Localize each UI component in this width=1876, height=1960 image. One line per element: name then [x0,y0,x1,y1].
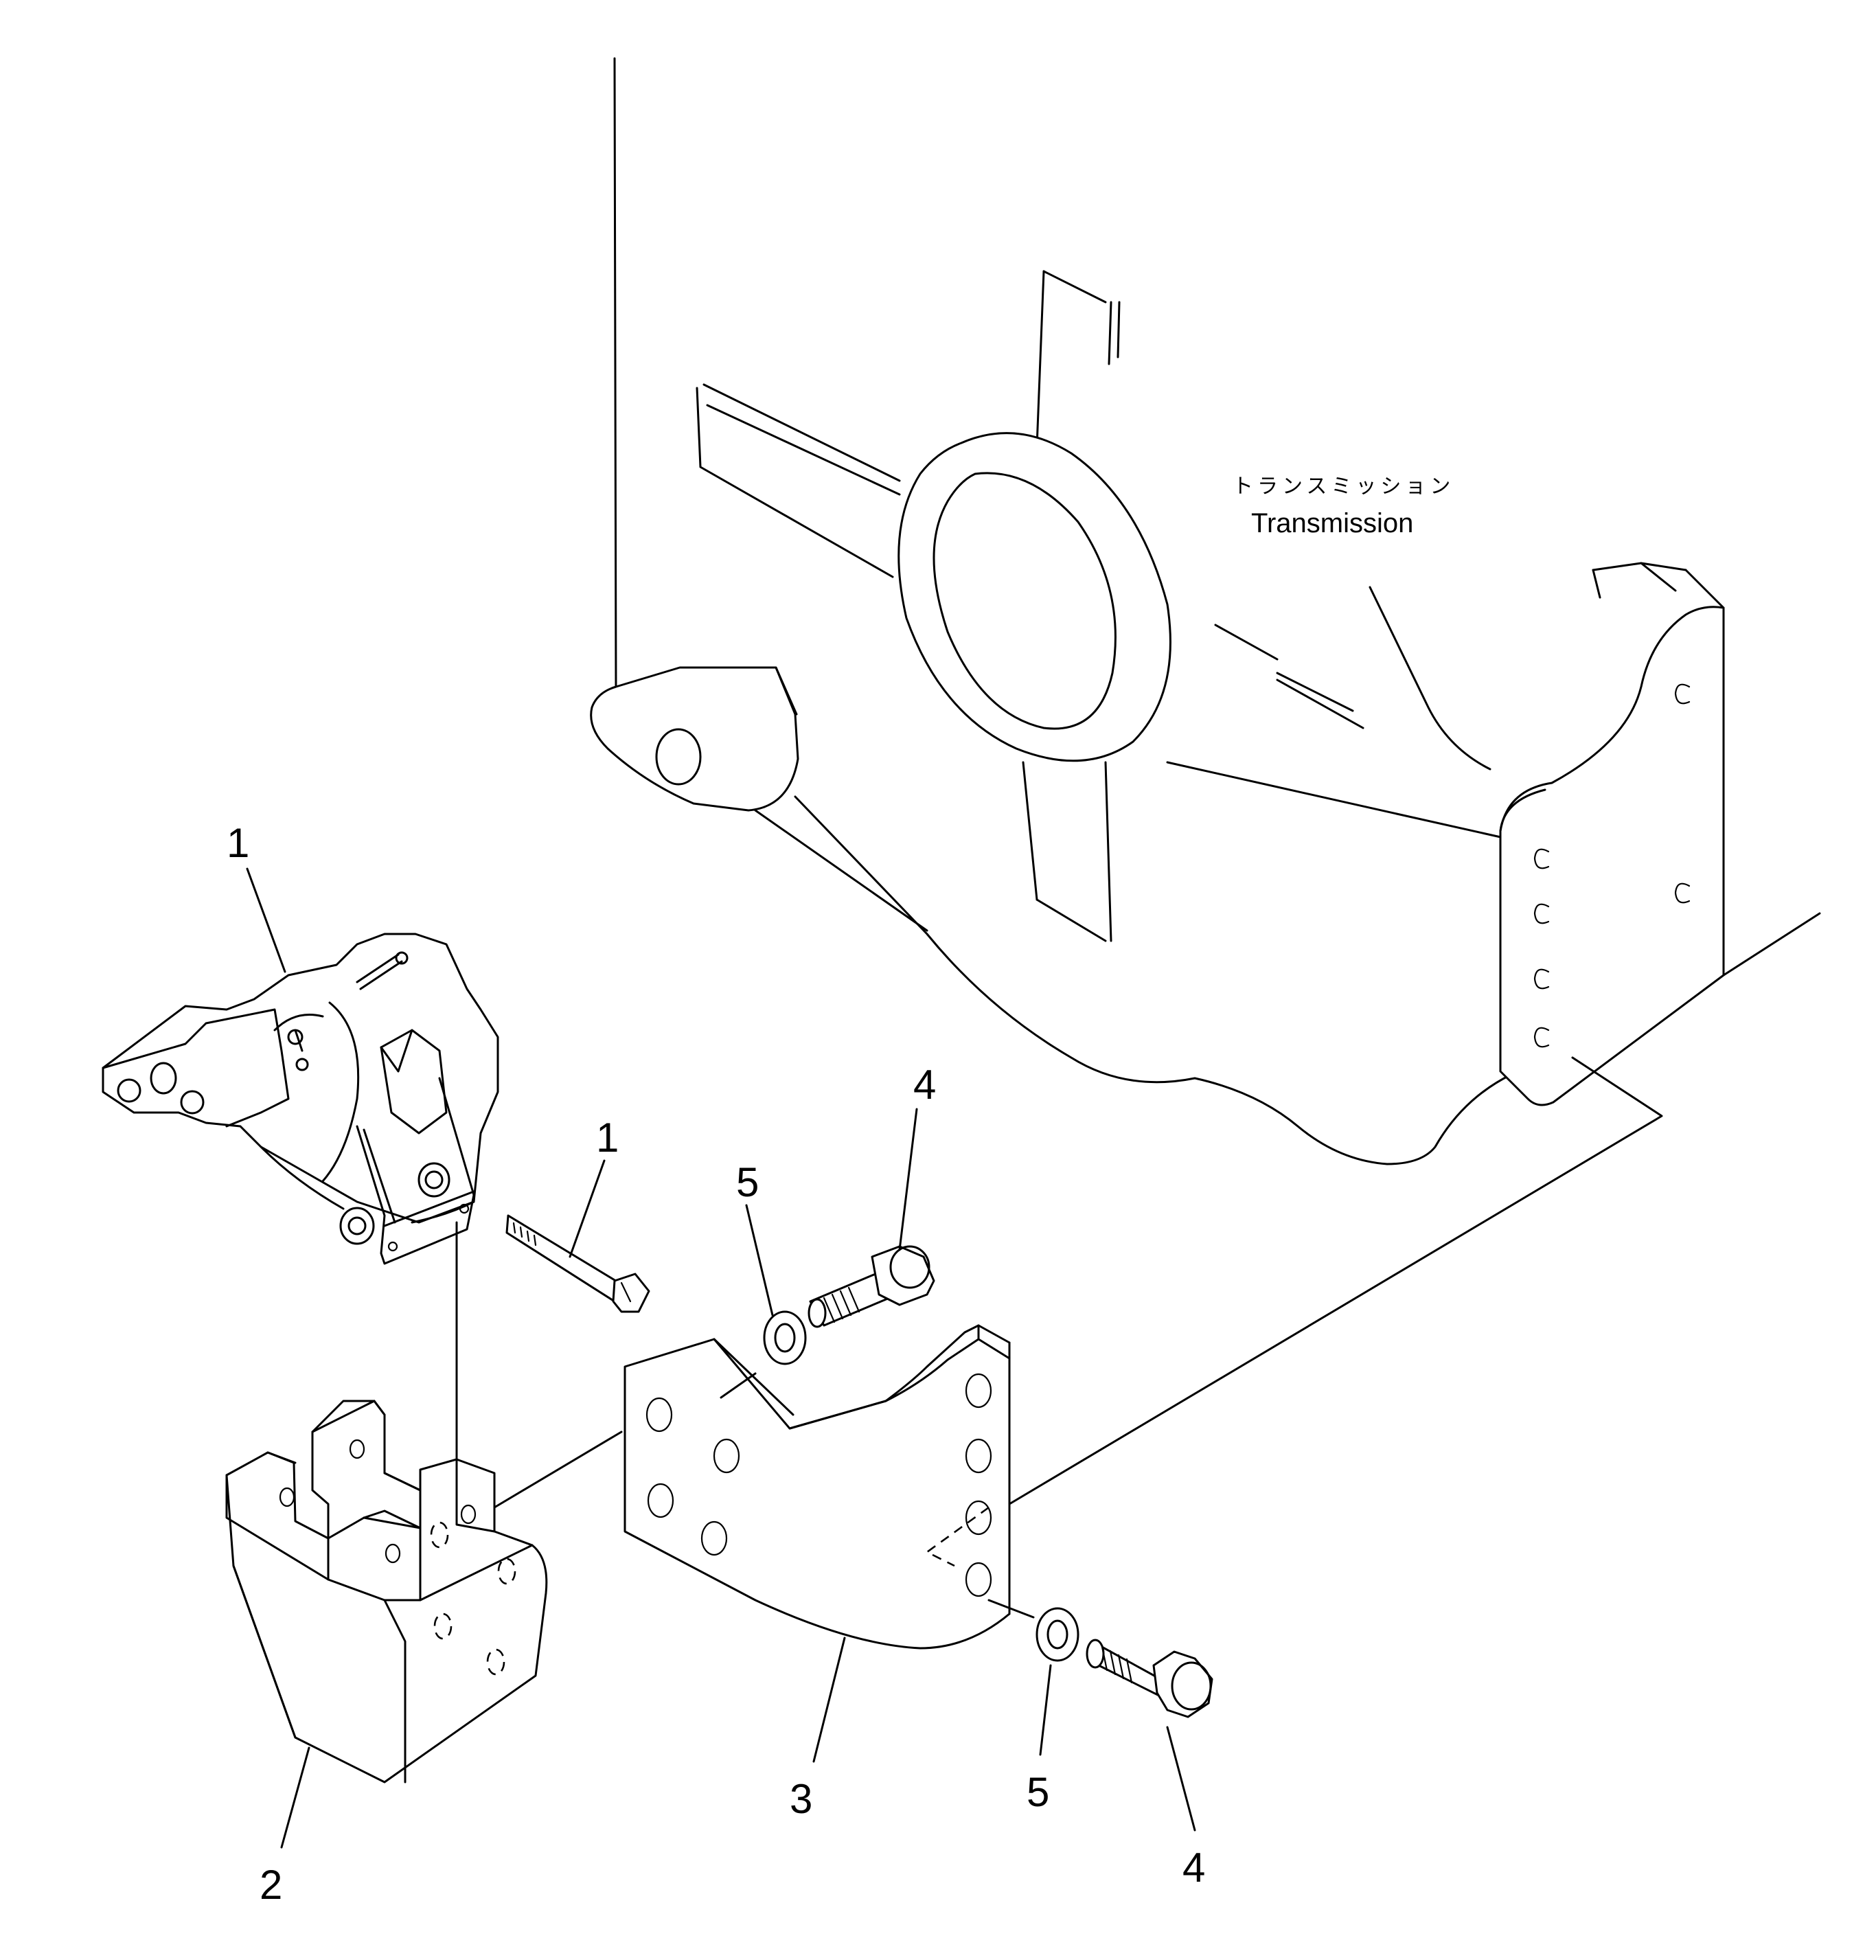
bolt-4-lower [1086,1639,1213,1718]
callout-1-bolt: 1 [596,1115,619,1161]
washer-5-lower [1036,1607,1079,1662]
callout-5-lower: 5 [1027,1769,1049,1815]
transmission-housing [590,57,1821,1165]
callout-2: 2 [260,1862,282,1908]
washer-5-upper [763,1310,807,1365]
assembly-line-counterweight-to-bracket [493,1431,623,1509]
callout-leaders [246,867,1196,1849]
transmission-label-en: Transmission [1251,508,1413,538]
assembly-line-washer-bottom [987,1599,1035,1619]
callout-4-lower: 4 [1182,1845,1205,1891]
callout-1-hook: 1 [227,820,249,866]
bolt-4-upper [808,1245,935,1328]
counterweight-2 [225,1400,548,1784]
assembly-line-bracket-to-housing [1008,1056,1663,1505]
transmission-label-jp: トランスミッション [1233,475,1454,499]
callout-3: 3 [790,1776,812,1822]
hidden-line-bracket [925,1506,990,1567]
towing-hook-assembly-1 [102,933,499,1265]
assembly-line-washer-top [720,1372,757,1399]
mount-bracket-3 [624,1324,1011,1650]
callout-4-upper: 4 [913,1062,936,1108]
callout-5-upper: 5 [736,1159,759,1205]
pin-bolt-1 [505,1214,650,1313]
